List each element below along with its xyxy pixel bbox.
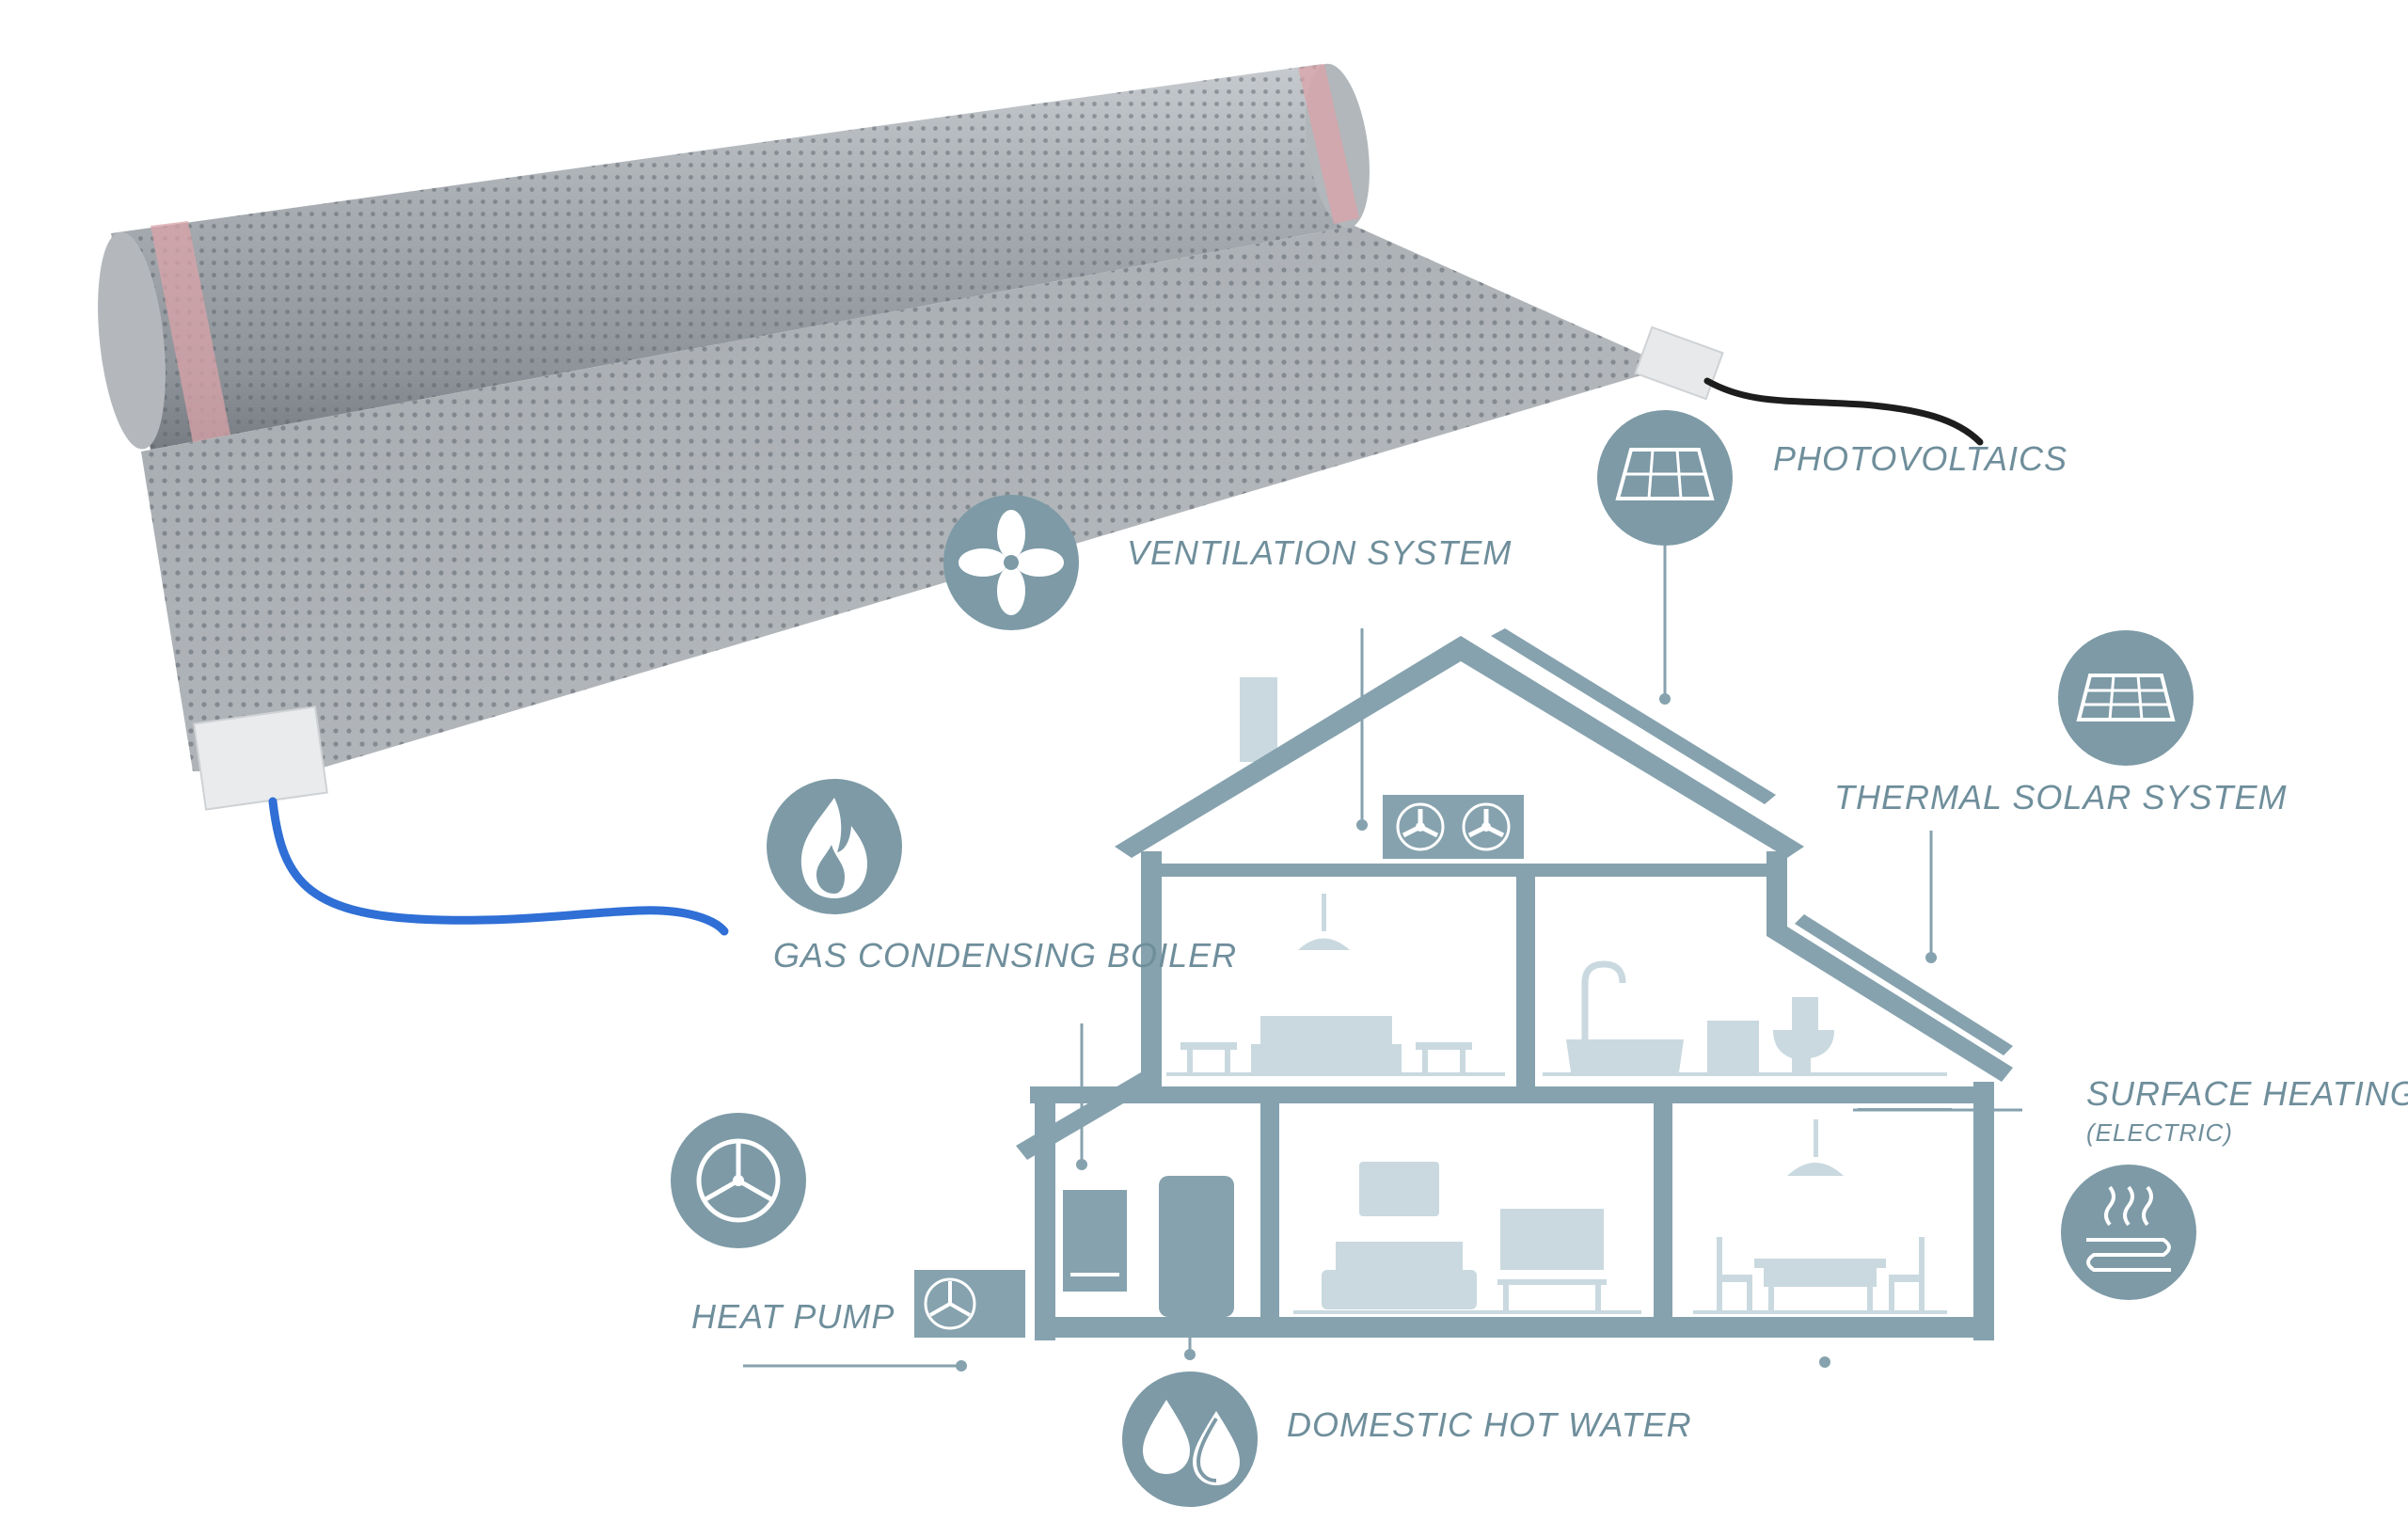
fan-icon bbox=[943, 495, 1079, 630]
mat-edge-band-right bbox=[1298, 64, 1359, 224]
heat-waves-icon bbox=[2061, 1165, 2196, 1300]
side-roof-collector bbox=[1795, 914, 2013, 1055]
mat-edge-band-left bbox=[150, 221, 230, 442]
mat-connector-right bbox=[1634, 325, 1724, 401]
cable-blue bbox=[268, 797, 729, 936]
leader-lines bbox=[743, 546, 2022, 1371]
label-surface-heating: SURFACE HEATING bbox=[2086, 1074, 2408, 1113]
dining-furniture bbox=[1693, 1119, 1947, 1314]
attic-ventilation-unit bbox=[1383, 795, 1524, 859]
heating-mat bbox=[98, 63, 1984, 936]
roof-pv-strip bbox=[1491, 628, 1776, 804]
label-photovoltaics: PHOTOVOLTAICS bbox=[1773, 439, 2067, 478]
cable-black bbox=[1703, 377, 1984, 446]
left-roof bbox=[1016, 1072, 1141, 1160]
upper-living-furniture bbox=[1166, 894, 1505, 1076]
boiler-room-equipment bbox=[1063, 1176, 1234, 1317]
bathroom-furniture bbox=[1543, 960, 1947, 1076]
water-drops-icon bbox=[1122, 1371, 1258, 1507]
label-ventilation-system: VENTILATION SYSTEM bbox=[1127, 533, 1512, 572]
heat-pump-icon bbox=[671, 1113, 806, 1248]
chimney bbox=[1240, 677, 1277, 762]
label-surface-heating-sub: (ELECTRIC) bbox=[2086, 1118, 2233, 1147]
hot-water-tank bbox=[1159, 1176, 1234, 1317]
thermal-collector-icon bbox=[2058, 630, 2194, 766]
lower-living-furniture bbox=[1293, 1162, 1641, 1314]
label-heat-pump: HEAT PUMP bbox=[691, 1297, 895, 1336]
label-gas-condensing-boiler: GAS CONDENSING BOILER bbox=[773, 936, 1237, 975]
label-thermal-solar-system: THERMAL SOLAR SYSTEM bbox=[1834, 778, 2287, 816]
house bbox=[914, 628, 2013, 1340]
flame-icon bbox=[767, 779, 902, 914]
solar-panel-icon bbox=[1597, 410, 1733, 546]
side-roof bbox=[1766, 917, 2013, 1082]
label-domestic-hot-water: DOMESTIC HOT WATER bbox=[1287, 1405, 1692, 1444]
mat-connector-left bbox=[193, 706, 328, 811]
outdoor-heat-pump-unit bbox=[914, 1270, 1025, 1338]
